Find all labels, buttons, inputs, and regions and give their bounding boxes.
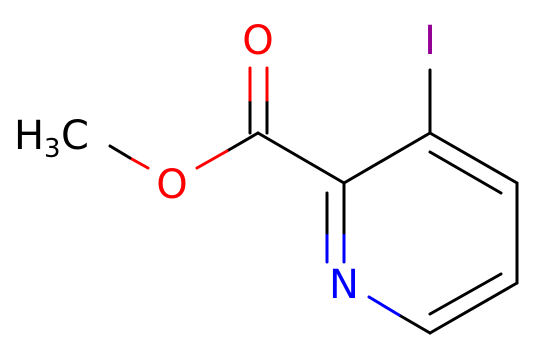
bond-c-oester-red: [195, 149, 229, 170]
ring-nitrogen-label: N: [329, 262, 359, 308]
bond-c3-c4: [428, 131, 519, 185]
bond-c2-c3: [342, 131, 432, 185]
bond-oester-ch3: [108, 144, 132, 160]
iodine-label: I: [424, 18, 436, 64]
atom-labels: O O I N H 3 C: [14, 18, 436, 308]
methyl-c-label: C: [61, 113, 89, 159]
bonds: [108, 66, 519, 335]
bond-c6-n1-n: [367, 295, 401, 317]
ester-oxygen-label: O: [156, 162, 187, 208]
methyl-subscript: 3: [44, 134, 61, 164]
bond-c-oester: [225, 131, 260, 153]
carbonyl-oxygen-label: O: [242, 18, 273, 64]
bond-oester-ch3-red: [128, 156, 150, 170]
bond-c3-c4-inner: [428, 150, 503, 195]
methyl-h-label: H: [14, 113, 44, 159]
bond-c6-n1: [397, 313, 432, 335]
bond-c5-c6-inner: [428, 272, 503, 316]
bond-c2-ccarbonyl: [256, 131, 346, 185]
bond-c5-c6: [428, 281, 519, 335]
